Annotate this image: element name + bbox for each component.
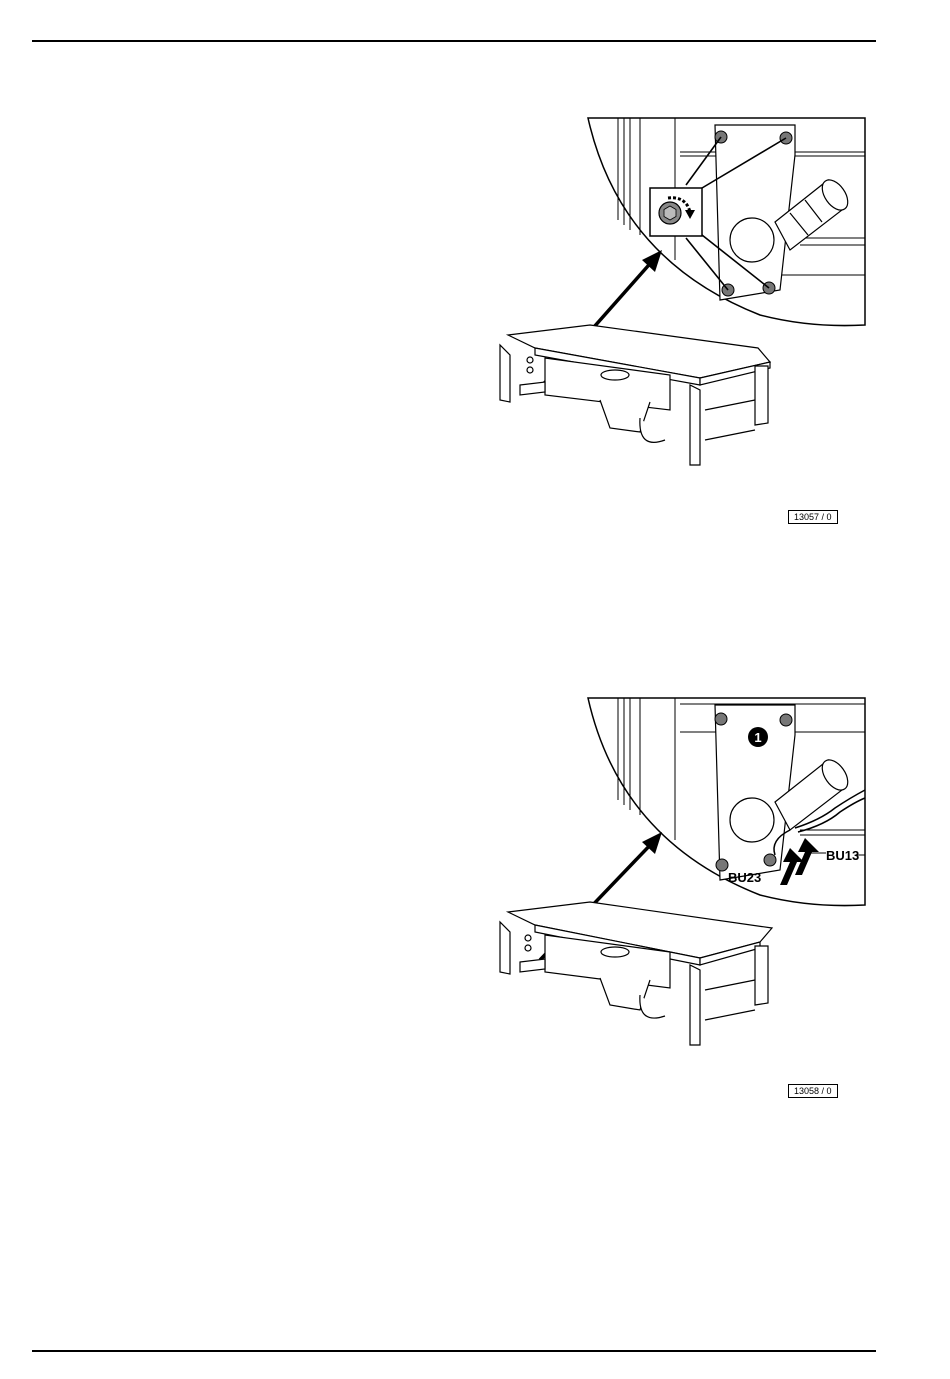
figure-1-code: 13057 / 0 xyxy=(788,510,838,524)
bench-assembly xyxy=(500,325,770,465)
bench-assembly xyxy=(500,902,772,1045)
figure-2: 1 BU13 BU23 13058 / 0 xyxy=(490,690,870,1110)
callout-bu23: BU23 xyxy=(728,870,761,885)
hex-head-icon xyxy=(664,206,676,220)
footer-rule xyxy=(32,1350,876,1352)
figure-2-illustration: 1 BU13 BU23 xyxy=(490,690,870,1080)
figure-2-code: 13058 / 0 xyxy=(788,1084,838,1098)
figure-1-illustration xyxy=(490,110,870,510)
callout-1-label: 1 xyxy=(754,730,761,745)
figure-1: 13057 / 0 xyxy=(490,110,870,530)
callout-bu13: BU13 xyxy=(826,848,859,863)
header-rule xyxy=(32,40,876,42)
